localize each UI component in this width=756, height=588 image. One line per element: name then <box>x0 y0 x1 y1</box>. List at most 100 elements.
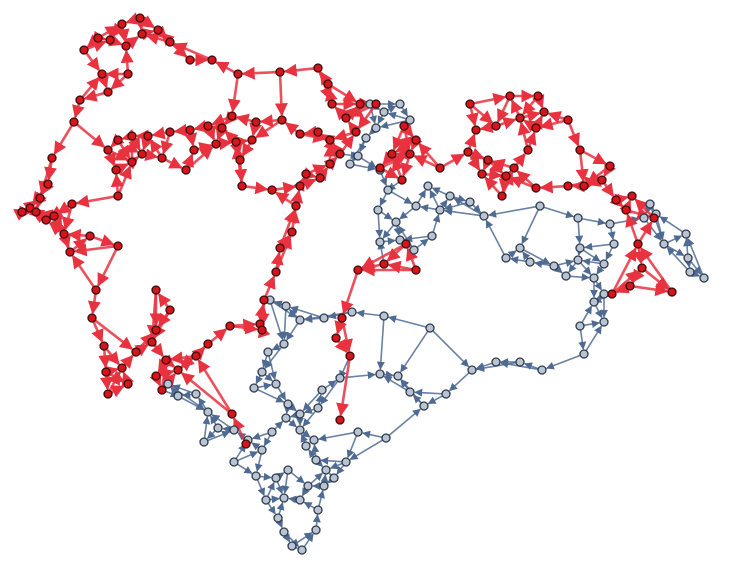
blue-edge-61 <box>485 219 505 255</box>
red-node-43 <box>203 339 213 349</box>
blue-edge-158 <box>269 495 280 504</box>
blue-node-96 <box>279 493 289 503</box>
red-node-33 <box>103 389 113 399</box>
red-node-28 <box>113 241 123 251</box>
red-edge-195 <box>530 115 543 130</box>
blue-node-1 <box>379 107 389 117</box>
blue-node-26 <box>609 239 619 249</box>
red-node-39 <box>151 371 161 381</box>
red-edge-4 <box>116 27 130 43</box>
red-edge-228 <box>632 247 646 265</box>
blue-node-68 <box>329 473 339 483</box>
blue-edge-49 <box>596 265 605 275</box>
blue-edge-14 <box>379 173 388 187</box>
red-edge-141 <box>141 136 154 151</box>
blue-node-22 <box>535 201 545 211</box>
red-node-50 <box>291 201 301 211</box>
red-edge-238 <box>634 198 653 217</box>
red-edge-217 <box>484 176 501 194</box>
red-edge-17 <box>160 32 188 59</box>
red-edge-251 <box>197 359 231 412</box>
blue-node-42 <box>491 357 501 367</box>
red-edge-89 <box>263 275 276 297</box>
edges-red-community <box>13 12 671 441</box>
blue-edge-167 <box>303 533 314 548</box>
blue-edge-91 <box>304 315 321 323</box>
red-edge-175 <box>400 157 414 177</box>
blue-edge-110 <box>290 410 299 419</box>
blue-edge-141 <box>222 425 231 434</box>
blue-edge-122 <box>388 408 421 437</box>
red-edge-137 <box>184 132 198 147</box>
red-node-24 <box>65 247 75 257</box>
red-edge-21 <box>96 74 109 89</box>
red-edge-101 <box>315 167 329 182</box>
blue-edge-138 <box>251 442 261 451</box>
blue-edge-66 <box>594 305 603 319</box>
red-node-36 <box>131 347 141 357</box>
blue-node-70 <box>301 441 311 451</box>
blue-edge-71 <box>545 354 581 370</box>
red-node-6 <box>137 29 147 39</box>
blue-edge-15 <box>379 193 388 207</box>
blue-edge-144 <box>206 430 216 440</box>
blue-node-85 <box>261 495 271 505</box>
red-edge-59 <box>94 319 134 350</box>
blue-node-16 <box>435 205 445 215</box>
red-node-128 <box>649 213 659 223</box>
red-edge-180 <box>442 153 465 168</box>
blue-node-94 <box>303 481 313 491</box>
red-node-101 <box>477 169 487 179</box>
blue-edge-79 <box>414 388 443 397</box>
red-node-112 <box>605 161 615 171</box>
red-edge-185 <box>467 154 481 171</box>
red-edge-24 <box>81 76 100 98</box>
blue-edge-82 <box>400 379 409 390</box>
blue-edge-112 <box>315 394 324 405</box>
red-node-21 <box>41 215 51 225</box>
blue-edge-46 <box>613 216 640 225</box>
blue-node-97 <box>271 473 281 483</box>
red-node-40 <box>157 385 167 395</box>
red-edge-90 <box>270 251 284 269</box>
red-edge-95 <box>290 189 304 204</box>
red-edge-234 <box>633 283 669 297</box>
blue-edge-33 <box>399 207 414 220</box>
red-node-130 <box>411 265 421 275</box>
blue-node-54 <box>279 339 289 349</box>
blue-node-41 <box>515 357 525 367</box>
red-edge-76 <box>159 368 175 381</box>
blue-edge-159 <box>267 502 276 515</box>
red-edge-113 <box>330 85 357 103</box>
red-node-8 <box>165 37 175 47</box>
red-edge-114 <box>283 63 315 77</box>
red-edge-68 <box>120 354 134 369</box>
red-edge-23 <box>72 103 85 119</box>
red-edge-171 <box>392 129 405 151</box>
blue-node-82 <box>163 379 173 389</box>
blue-node-98 <box>283 465 293 475</box>
blue-edge-60 <box>507 250 517 259</box>
blue-node-84 <box>251 471 261 481</box>
blue-edge-107 <box>277 387 287 401</box>
blue-node-46 <box>405 387 415 397</box>
red-edge-203 <box>547 111 565 124</box>
red-node-118 <box>465 99 475 109</box>
red-edge-250 <box>232 417 246 441</box>
blue-node-104 <box>659 239 669 249</box>
red-node-51 <box>295 181 305 191</box>
blue-edge-4 <box>377 115 386 125</box>
red-edge-75 <box>149 372 162 387</box>
red-node-25 <box>67 199 77 209</box>
red-node-59 <box>323 79 333 89</box>
red-node-116 <box>531 183 541 193</box>
red-edge-193 <box>524 131 537 147</box>
blue-node-72 <box>281 413 291 423</box>
blue-edge-145 <box>202 416 211 439</box>
blue-node-39 <box>579 349 589 359</box>
blue-edge-103 <box>255 375 264 385</box>
red-edge-19 <box>110 75 126 90</box>
red-node-84 <box>211 139 221 149</box>
blue-edge-173 <box>301 487 310 497</box>
red-edge-188 <box>485 168 503 182</box>
